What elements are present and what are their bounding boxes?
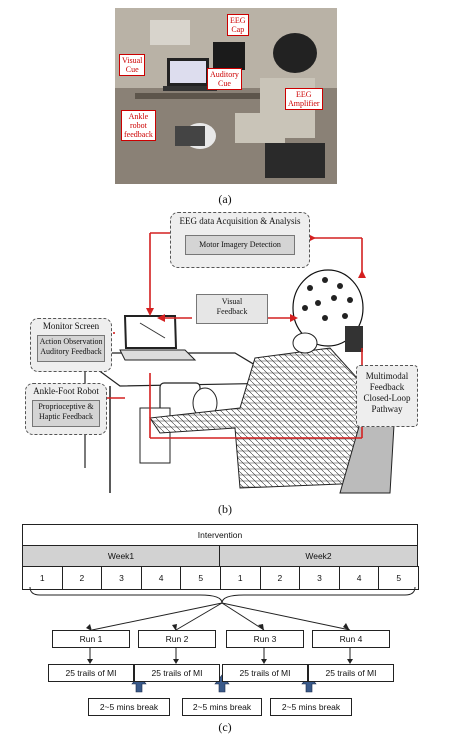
eeg-analysis-title: EEG data Acquisition & Analysis xyxy=(179,216,301,226)
day-cell: 1 xyxy=(220,566,261,590)
experiment-photo: EEG Cap Visual Cue Auditory Cue EEG Ampl… xyxy=(115,8,337,184)
closed-loop-diagram xyxy=(73,232,396,494)
day-cell: 5 xyxy=(378,566,419,590)
day-cell: 1 xyxy=(22,566,63,590)
proprioceptive-box: Proprioceptive & Haptic Feedback xyxy=(32,400,100,427)
break-box: 2~5 mins break xyxy=(182,698,262,716)
motor-imagery-box: Motor Imagery Detection xyxy=(185,235,295,255)
week2-header: Week2 xyxy=(219,545,418,567)
day-cell: 3 xyxy=(101,566,142,590)
day-cell: 2 xyxy=(61,566,103,590)
ankle-robot-label: Ankle robot feedback xyxy=(121,110,156,141)
auditory-cue-label: Auditory Cue xyxy=(207,68,242,90)
visual-cue-label: Visual Cue xyxy=(119,54,146,76)
photo-illustration xyxy=(115,8,337,184)
trials-box: 25 trails of MI xyxy=(134,664,220,682)
trials-box: 25 trails of MI xyxy=(222,664,308,682)
multimodal-feedback-box: Multimodal Feedback Closed-Loop Pathway xyxy=(356,365,418,427)
caption-b: (b) xyxy=(218,502,232,516)
monitor-screen-box: Monitor Screen Action Observation Audito… xyxy=(30,318,112,372)
eeg-cap-label: EEG Cap xyxy=(227,14,249,36)
action-observation-box: Action Observation Auditory Feedback xyxy=(37,335,105,362)
session-flow-arrows xyxy=(29,587,416,693)
eeg-amplifier-label: EEG Amplifier xyxy=(285,88,323,110)
visual-feedback-box: Visual Feedback xyxy=(196,294,268,324)
eeg-analysis-box: EEG data Acquisition & Analysis Motor Im… xyxy=(170,212,310,268)
trials-box: 25 trails of MI xyxy=(48,664,134,682)
break-box: 2~5 mins break xyxy=(270,698,352,716)
run-box: Run 3 xyxy=(226,630,304,648)
ankle-robot-title: Ankle-Foot Robot xyxy=(33,386,99,396)
run-box: Run 4 xyxy=(312,630,390,648)
run-box: Run 2 xyxy=(138,630,216,648)
ankle-robot-box: Ankle-Foot Robot Proprioceptive & Haptic… xyxy=(25,383,107,435)
multimodal-feedback-text: Multimodal Feedback Closed-Loop Pathway xyxy=(363,371,411,414)
monitor-screen-title: Monitor Screen xyxy=(42,321,100,331)
week1-header: Week1 xyxy=(22,545,220,567)
break-box: 2~5 mins break xyxy=(88,698,170,716)
intervention-header: Intervention xyxy=(22,524,418,546)
run-box: Run 1 xyxy=(52,630,130,648)
caption-a: (a) xyxy=(218,192,232,206)
day-cell: 4 xyxy=(140,566,182,590)
day-cell: 5 xyxy=(180,566,221,590)
trials-box: 25 trails of MI xyxy=(308,664,394,682)
caption-c: (c) xyxy=(218,720,232,734)
